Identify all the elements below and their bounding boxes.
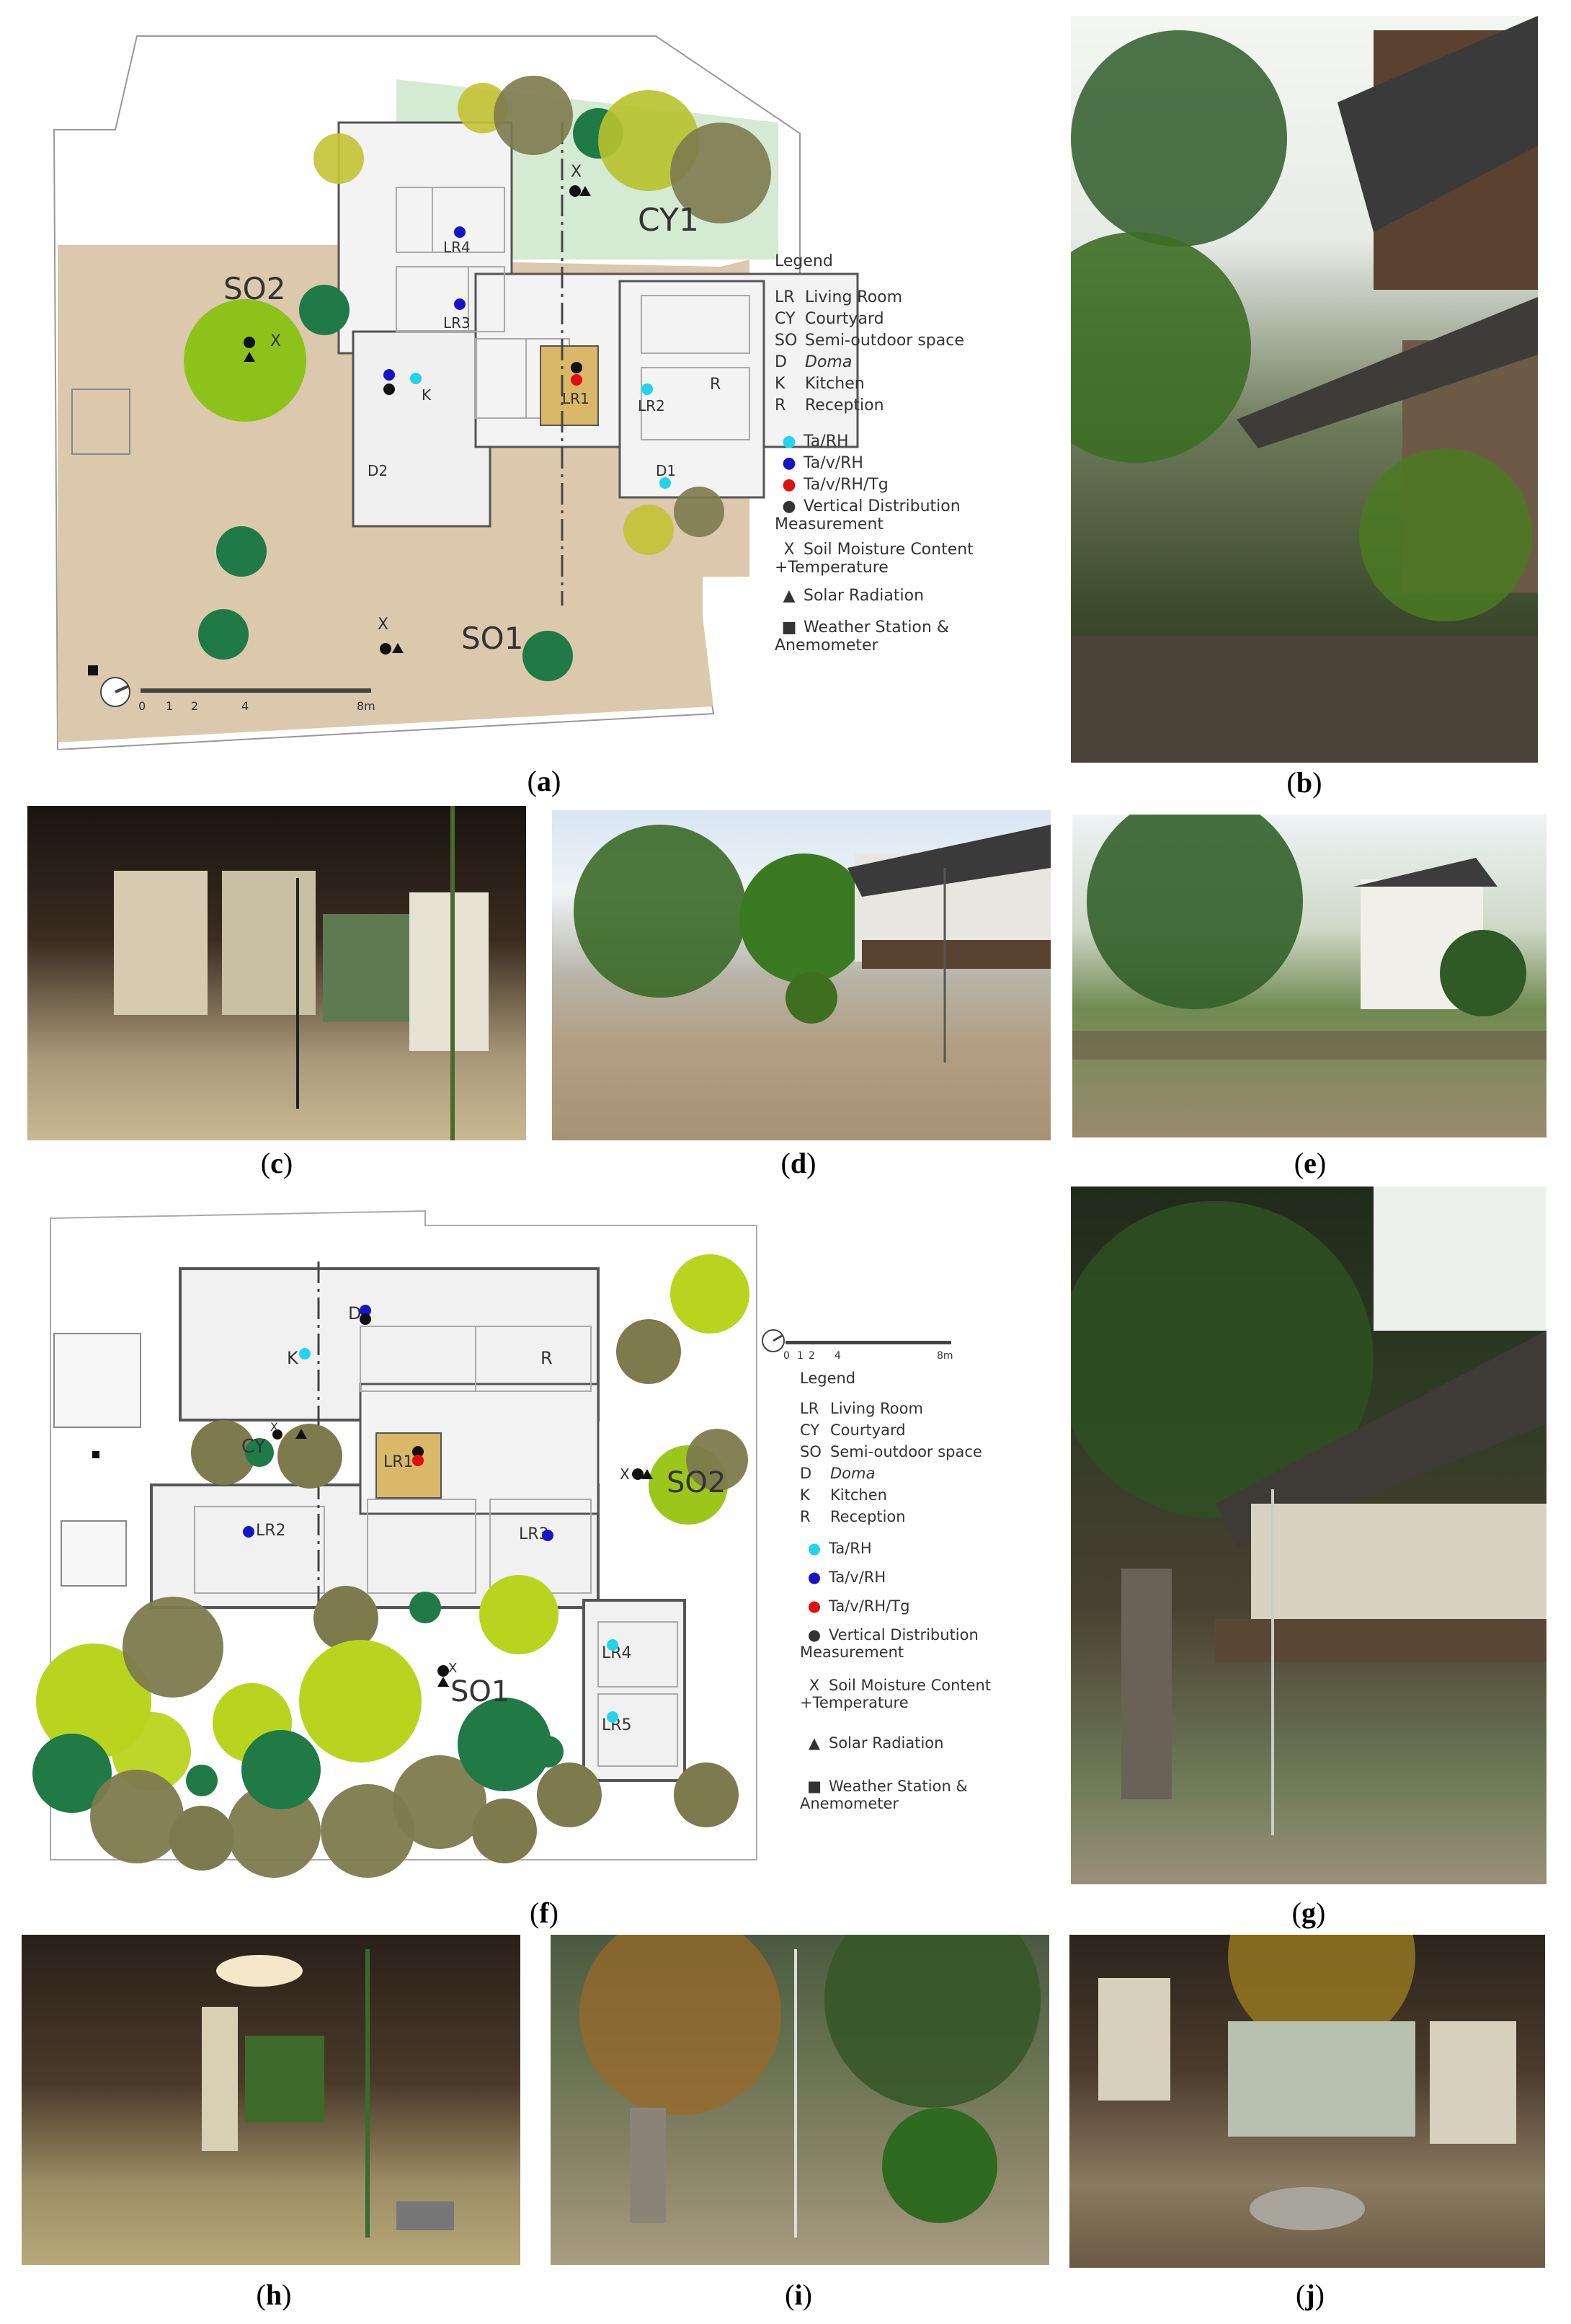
label-d1: D1 xyxy=(656,462,676,479)
svg-text:2: 2 xyxy=(809,1350,815,1362)
caption-a: (a) xyxy=(527,765,561,797)
panel-a-floor-plan: CY1 SO2 SO1 LR4 LR3 LR1 LR2 K R D2 D1 X … xyxy=(29,22,1023,750)
svg-text:2: 2 xyxy=(191,699,198,713)
svg-text:X: X xyxy=(571,163,582,181)
legend-ta-v-rh: ●Ta/v/RH xyxy=(782,454,863,472)
svg-text:8m: 8m xyxy=(357,699,375,713)
svg-text:1: 1 xyxy=(797,1350,804,1362)
svg-text:1: 1 xyxy=(166,699,173,713)
legend-f-ta-rh: ●Ta/RH xyxy=(807,1540,872,1557)
svg-text:X: X xyxy=(378,616,388,634)
label-d2: D2 xyxy=(368,462,388,479)
photo-b-garden-house xyxy=(1071,16,1538,763)
svg-text:X: X xyxy=(448,1661,457,1676)
label-cy-f: CY xyxy=(241,1436,266,1458)
label-lr4: LR4 xyxy=(443,239,471,256)
svg-text:8m: 8m xyxy=(937,1350,953,1362)
label-lr2-f: LR2 xyxy=(256,1522,286,1540)
svg-text:X: X xyxy=(620,1465,630,1483)
label-cy1: CY1 xyxy=(638,202,699,239)
legend-solar: ▲Solar Radiation xyxy=(783,587,925,605)
legend-vertical: ●Vertical Distribution Measurement xyxy=(775,497,961,533)
floor-plan-f: D K R CY LR1 LR2 LR3 LR4 LR5 SO1 SO2 X X xyxy=(32,1210,953,1878)
label-so1: SO1 xyxy=(461,621,523,656)
legend-f-ta-v-rh-tg: ●Ta/v/RH/Tg xyxy=(807,1597,910,1615)
svg-text:4: 4 xyxy=(241,699,249,713)
caption-h: (h) xyxy=(256,2279,292,2311)
legend-f-solar: ▲Solar Radiation xyxy=(808,1734,944,1752)
sensors-plan-f: X X X xyxy=(92,1305,653,1723)
caption-i: (i) xyxy=(785,2279,812,2311)
legend-title: Legend xyxy=(775,252,833,270)
photo-j-veranda-basin xyxy=(1069,1935,1545,2268)
legend-title-f: Legend xyxy=(800,1370,856,1387)
legend-weather: ■Weather Station & Anemometer xyxy=(775,618,949,655)
photo-e-garden-gate xyxy=(1072,815,1546,1137)
label-lr3: LR3 xyxy=(443,314,471,332)
photo-h-tatami-room xyxy=(22,1935,520,2265)
trees-plan-a xyxy=(184,76,771,681)
photo-i-stone-garden xyxy=(551,1935,1049,2265)
scale-bar-f: 0 1 2 4 8m xyxy=(762,1329,953,1362)
panel-f-floor-plan: D K R CY LR1 LR2 LR3 LR4 LR5 SO1 SO2 X X xyxy=(29,1197,1038,1917)
label-lr1: LR1 xyxy=(562,390,589,407)
caption-b: (b) xyxy=(1286,766,1322,799)
floor-plan-a: CY1 SO2 SO1 LR4 LR3 LR1 LR2 K R D2 D1 X … xyxy=(53,35,859,750)
svg-text:0: 0 xyxy=(783,1350,790,1362)
legend-f-vertical: ●Vertical Distribution Measurement xyxy=(800,1626,979,1661)
sensors-plan-a: X X X xyxy=(88,163,671,675)
legend-ta-v-rh-tg: ●Ta/v/RH/Tg xyxy=(782,476,889,494)
label-r: R xyxy=(710,376,721,394)
caption-c: (c) xyxy=(260,1147,293,1179)
caption-f: (f) xyxy=(530,1897,558,1929)
photo-c-interior xyxy=(27,806,526,1140)
caption-d: (d) xyxy=(780,1147,816,1179)
label-lr2: LR2 xyxy=(638,397,665,414)
label-so2-f: SO2 xyxy=(667,1466,726,1499)
svg-text:X: X xyxy=(270,1420,278,1434)
trees-plan-f xyxy=(32,1254,749,1878)
photo-d-courtyard xyxy=(552,810,1051,1140)
svg-text:0: 0 xyxy=(138,699,146,713)
legend-f-ta-v-rh: ●Ta/v/RH xyxy=(807,1569,886,1586)
label-d-f: D xyxy=(348,1303,361,1323)
caption-g: (g) xyxy=(1291,1897,1326,1929)
label-r-f: R xyxy=(540,1348,553,1368)
label-k-f: K xyxy=(287,1348,299,1368)
label-lr1-f: LR1 xyxy=(383,1453,414,1471)
photo-g-courtyard-lantern xyxy=(1071,1187,1546,1884)
scale-bar-a: 0 1 2 4 8m xyxy=(100,677,375,713)
label-so1-f: SO1 xyxy=(450,1675,509,1708)
svg-text:4: 4 xyxy=(835,1350,841,1362)
legend-ta-rh: ●Ta/RH xyxy=(782,433,849,451)
label-k: K xyxy=(422,386,432,404)
label-so2: SO2 xyxy=(223,271,285,306)
legend-f-weather: ■Weather Station & Anemometer xyxy=(800,1778,968,1812)
svg-text:X: X xyxy=(270,332,281,350)
caption-e: (e) xyxy=(1294,1147,1327,1179)
caption-j: (j) xyxy=(1296,2279,1325,2311)
